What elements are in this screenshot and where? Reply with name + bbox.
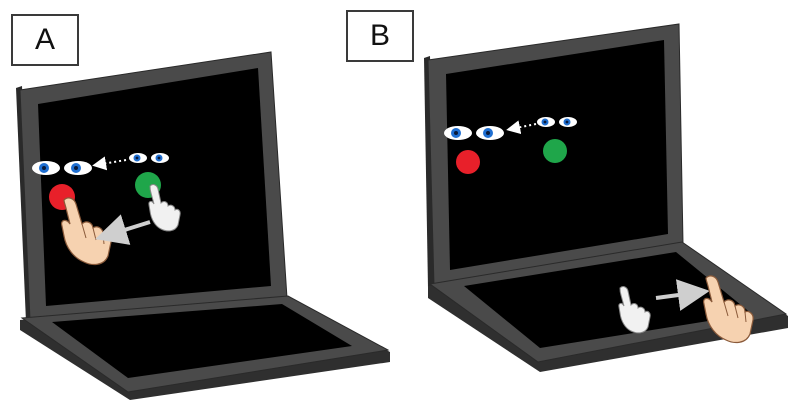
green-target-b xyxy=(543,139,567,163)
gaze-indicator-a xyxy=(32,153,169,175)
swipe-right-arrow xyxy=(655,279,710,311)
gaze-indicator-b xyxy=(444,117,577,140)
eye-icon xyxy=(537,117,555,127)
gaze-shift-arrow xyxy=(92,156,127,171)
panel-label-b: B xyxy=(346,10,414,62)
eye-icon xyxy=(444,126,472,140)
red-target-b xyxy=(456,150,480,174)
laptop-a-base-screen xyxy=(52,304,352,378)
swipe-left-arrow xyxy=(95,214,151,245)
eye-icon xyxy=(559,117,577,127)
eye-icon xyxy=(151,153,169,163)
eye-icon xyxy=(32,161,60,175)
hand-pointer-icon xyxy=(703,275,754,344)
hand-pointer-icon xyxy=(618,286,651,334)
eye-icon xyxy=(476,126,504,140)
eye-icon xyxy=(129,153,147,163)
panel-label-a-text: A xyxy=(34,23,55,56)
panel-label-b-text: B xyxy=(369,19,390,52)
hand-pointer-icon xyxy=(148,184,181,232)
laptop-b-base-screen xyxy=(464,252,752,348)
gaze-shift-arrow xyxy=(506,120,537,135)
eye-icon xyxy=(64,161,92,175)
panel-label-a: A xyxy=(11,14,79,66)
